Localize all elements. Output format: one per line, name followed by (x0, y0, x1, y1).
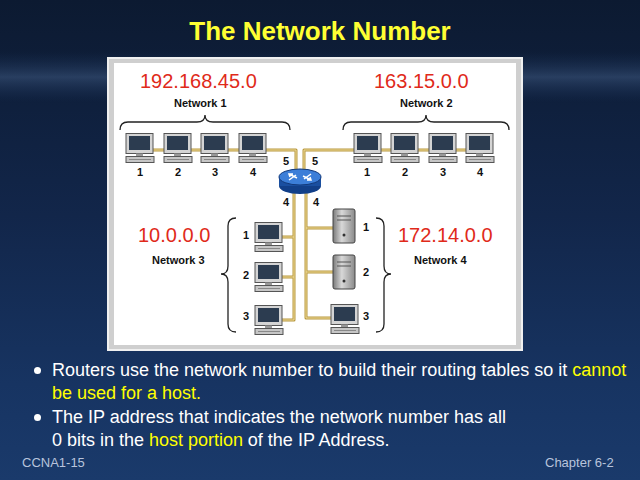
bullet-text: Routers use the network number to build … (52, 360, 567, 380)
host-number: 4 (477, 166, 483, 178)
host-number: 2 (175, 166, 181, 178)
host-number: 4 (250, 166, 256, 178)
network-address: 172.14.0.0 (398, 224, 493, 247)
host-number: 2 (402, 166, 408, 178)
host-number: 1 (363, 221, 369, 233)
bullet-dot (34, 414, 41, 421)
bullet-text: The IP address that indicates the networ… (52, 407, 506, 427)
bullet-item: Routers use the network number to build … (52, 359, 630, 405)
port-number: 4 (313, 196, 319, 208)
bullet-item: The IP address that indicates the networ… (52, 406, 630, 452)
host-number: 1 (243, 229, 249, 241)
host-number: 3 (243, 310, 249, 322)
network-name: Network 3 (152, 254, 205, 266)
bullet-dot (34, 367, 41, 374)
network-address: 10.0.0.0 (138, 224, 210, 247)
network-name: Network 1 (174, 97, 227, 109)
port-number: 4 (283, 196, 289, 208)
router-symbol (279, 169, 321, 194)
network-address: 192.168.45.0 (140, 70, 257, 93)
host-number: 3 (363, 310, 369, 322)
host-number: 3 (212, 166, 218, 178)
footer-text: Chapter 6-2 (545, 455, 614, 470)
host-number: 3 (440, 166, 446, 178)
bullet-text: of the IP Address. (248, 430, 390, 450)
network-name: Network 2 (400, 97, 453, 109)
slide-title: The Network Number (0, 16, 640, 47)
port-number: 5 (283, 155, 289, 167)
footer-text: CCNA1-15 (22, 455, 85, 470)
host-number: 2 (363, 266, 369, 278)
host-number: 1 (364, 166, 370, 178)
network-address: 163.15.0.0 (374, 70, 469, 93)
port-number: 5 (312, 155, 318, 167)
bullet-highlight: host portion (149, 430, 243, 450)
host-number: 1 (137, 166, 143, 178)
bullet-text: 0 bits in the (52, 430, 144, 450)
network-name: Network 4 (414, 254, 467, 266)
host-number: 2 (243, 269, 249, 281)
